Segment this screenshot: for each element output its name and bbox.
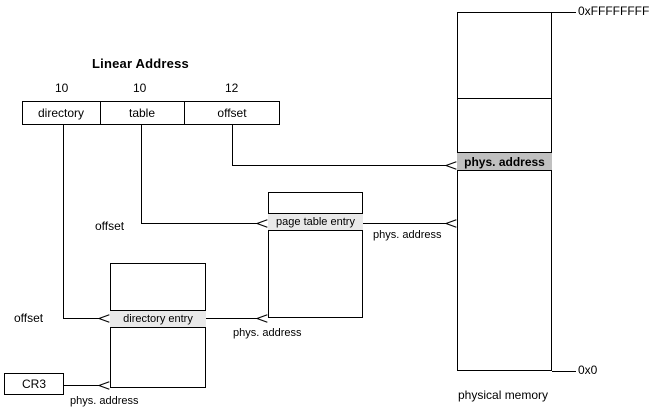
edge-label-offset-to-page-table: offset	[95, 219, 125, 233]
bitwidth-directory-label: 10	[55, 81, 69, 95]
bottom-address-tick	[552, 371, 576, 372]
edge-label-page-table-to-memory: phys. address	[373, 229, 442, 241]
connector-offset-drop	[232, 125, 233, 165]
connector-cr3-to-directory	[64, 385, 101, 386]
connector-directory-to-dir-entry	[63, 318, 101, 319]
bitwidth-offset-label: 12	[225, 81, 239, 95]
connector-table-drop	[141, 125, 142, 223]
connector-offset-to-memory	[232, 165, 447, 166]
edge-label-offset-to-directory: offset	[14, 311, 44, 325]
field-divider-1	[100, 101, 101, 125]
cr3-register-box: CR3	[4, 373, 64, 395]
field-divider-2	[184, 101, 185, 125]
edge-label-cr3-to-directory: phys. address	[70, 395, 139, 407]
page-table-entry-row: page table entry	[268, 213, 363, 231]
linear-address-field-directory: directory	[37, 106, 84, 120]
physical-memory-divider-1	[457, 98, 552, 99]
top-address-label: 0xFFFFFFFF	[578, 4, 650, 18]
linear-address-title: Linear Address	[92, 56, 189, 71]
physical-memory-box	[457, 12, 552, 371]
physical-memory-caption: physical memory	[458, 388, 549, 402]
top-address-tick	[552, 12, 576, 13]
linear-address-field-table: table	[128, 106, 156, 120]
edge-label-directory-to-page-table: phys. address	[233, 327, 302, 339]
connector-pagetable-to-memory	[363, 223, 448, 224]
bitwidth-table-label: 10	[133, 81, 147, 95]
linear-address-field-offset: offset	[217, 106, 247, 120]
bottom-address-label: 0x0	[578, 363, 598, 377]
connector-directory-drop	[63, 125, 64, 318]
linear-address-box	[22, 101, 280, 125]
page-directory-entry-row: directory entry	[110, 310, 206, 328]
physical-memory-phys-address-row: phys. address	[457, 152, 552, 171]
connector-table-to-pagetable	[141, 223, 259, 224]
connector-dir-entry-to-pagetable	[206, 318, 259, 319]
page-table-box	[268, 192, 363, 318]
